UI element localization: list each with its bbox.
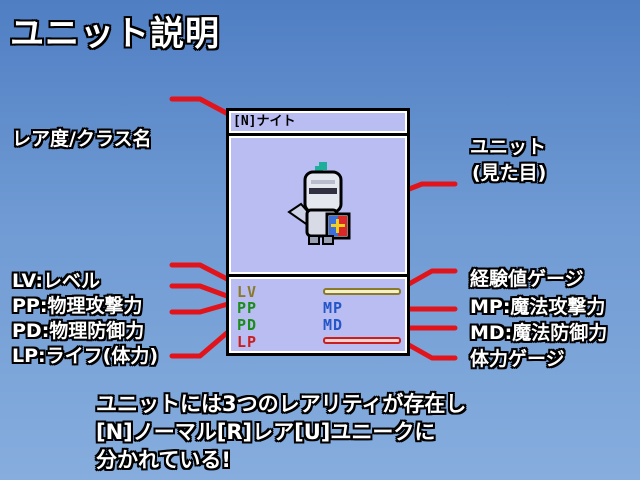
connector-rarity <box>169 96 235 119</box>
label-mp: MP:魔法攻撃力 <box>470 296 606 318</box>
rarity-note-line2: [N]ノーマル[R]レア[U]ユニークに <box>96 420 436 444</box>
stat-pp-label: PP <box>237 299 258 317</box>
label-exp-gauge: 経験値ゲージ <box>470 268 584 290</box>
stat-lp-label: LP <box>237 333 258 351</box>
stat-md-label: MD <box>323 316 344 334</box>
unit-portrait <box>229 136 407 274</box>
label-unit-view-line1: ユニット <box>470 136 547 158</box>
label-lv: LV:レベル <box>12 270 100 292</box>
exp-gauge-bar <box>323 288 401 295</box>
connector-lp <box>169 323 238 359</box>
unit-card: [N]ナイト LV PP PD LP <box>226 108 410 356</box>
label-unit-view-line2: (見た目) <box>472 162 547 184</box>
label-md: MD:魔法防御力 <box>470 322 608 344</box>
unit-name-bar: [N]ナイト <box>229 111 407 133</box>
connector-exp-gauge <box>397 268 458 292</box>
label-pp: PP:物理攻撃力 <box>12 295 143 317</box>
rarity-note-line3: 分かれている! <box>96 448 231 472</box>
connector-hp-gauge <box>397 337 458 361</box>
stat-pd-label: PD <box>237 316 258 334</box>
hp-gauge-bar <box>323 337 401 344</box>
connector-pp <box>169 283 238 302</box>
rarity-note-line1: ユニットには3つのレアリティが存在し <box>96 392 467 416</box>
label-hp-gauge: 体力ゲージ <box>470 348 565 370</box>
label-rarity-class: レア度/クラス名 <box>12 128 152 150</box>
label-pd: PD:物理防御力 <box>12 320 145 342</box>
stat-mp-label: MP <box>323 299 344 317</box>
label-lp: LP:ライフ(体力) <box>12 345 158 367</box>
knight-sprite-icon <box>287 162 351 245</box>
connector-lv <box>169 262 238 286</box>
connector-pd <box>169 299 238 315</box>
unit-stats-panel: LV PP PD LP MP MD <box>229 277 407 353</box>
stat-lv-label: LV <box>237 283 258 301</box>
page-title: ユニット説明 <box>10 14 220 54</box>
